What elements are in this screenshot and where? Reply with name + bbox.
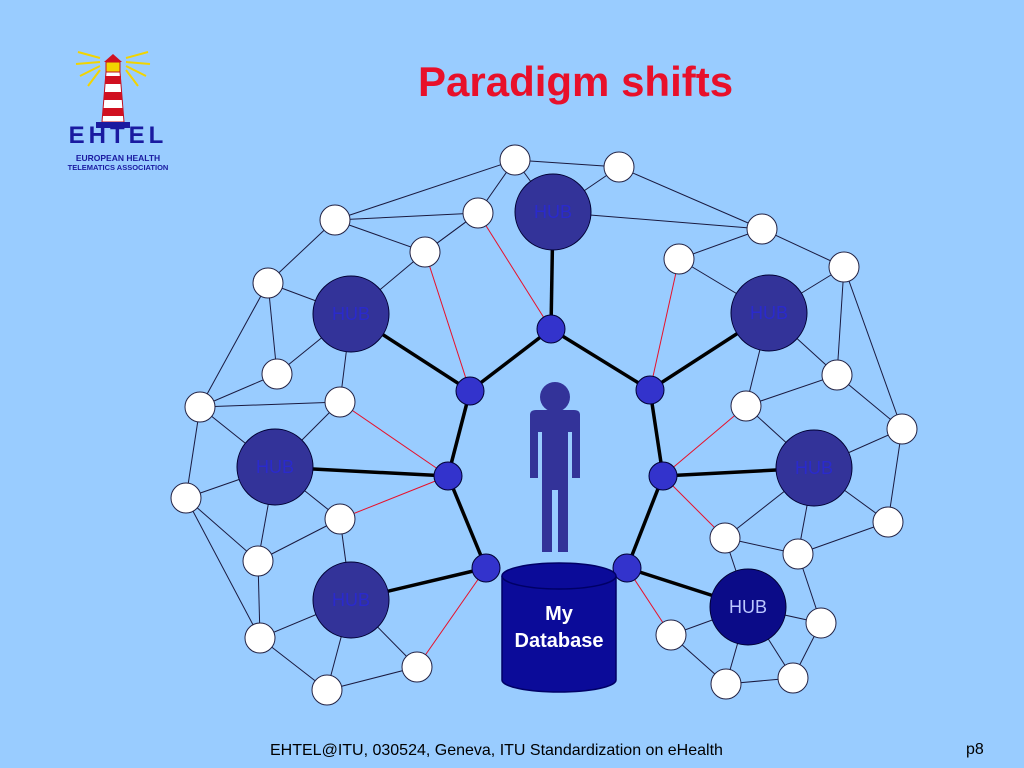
hub: HUB	[312, 275, 390, 353]
my-database: My Database	[501, 562, 617, 693]
peer-link	[662, 405, 747, 477]
database-label-line-1: My	[545, 603, 574, 625]
hub: HUB	[775, 429, 853, 507]
hub-circle	[312, 275, 390, 353]
hub-label: HUB	[729, 597, 767, 617]
network-node	[603, 151, 635, 183]
network-link	[745, 374, 838, 407]
network-node	[663, 243, 695, 275]
network-node	[777, 662, 809, 694]
network-node	[710, 668, 742, 700]
logo-line-2: TELEMATICS ASSOCIATION	[67, 163, 169, 172]
hub-label: HUB	[534, 202, 572, 222]
ring-connector	[455, 376, 485, 406]
network-node	[886, 413, 918, 445]
network-link	[334, 159, 516, 221]
network-node	[401, 651, 433, 683]
network-node	[319, 204, 351, 236]
ring-connector	[648, 461, 678, 491]
network-node	[746, 213, 778, 245]
network-node	[311, 674, 343, 706]
network-node	[805, 607, 837, 639]
hub-circle	[514, 173, 592, 251]
peer-link	[649, 258, 680, 391]
network-link	[185, 497, 259, 562]
network-node	[462, 197, 494, 229]
network-link	[618, 166, 763, 230]
ring-link	[550, 327, 651, 392]
page-number: p8	[966, 741, 984, 758]
peer-link	[339, 475, 449, 520]
network-link	[185, 497, 261, 639]
network-node	[184, 391, 216, 423]
hub: HUB	[236, 428, 314, 506]
network-link	[199, 401, 341, 408]
network-node	[730, 390, 762, 422]
person-icon	[530, 382, 580, 552]
network-node	[324, 386, 356, 418]
network-link	[843, 266, 903, 430]
network-node	[499, 144, 531, 176]
slide-title: Paradigm shifts	[418, 58, 734, 105]
peer-link	[339, 401, 449, 477]
hub-label: HUB	[332, 590, 370, 610]
network-node	[324, 503, 356, 535]
ring-connector	[612, 553, 642, 583]
hub: HUB	[312, 561, 390, 639]
ring-connector	[471, 553, 501, 583]
network-link	[836, 266, 845, 376]
database-label-line-2: Database	[515, 630, 604, 652]
network-node	[709, 522, 741, 554]
network-link	[797, 521, 889, 555]
network-link	[887, 428, 903, 523]
hub-circle	[775, 429, 853, 507]
network-node	[782, 538, 814, 570]
network-node	[261, 358, 293, 390]
network-node	[409, 236, 441, 268]
peer-link	[477, 212, 552, 330]
hub-label: HUB	[795, 458, 833, 478]
hub-circle	[709, 568, 787, 646]
network-node	[170, 482, 202, 514]
network-link	[334, 219, 426, 253]
network-link	[199, 282, 269, 408]
hub-label: HUB	[332, 304, 370, 324]
hub: HUB	[730, 274, 808, 352]
peer-link	[416, 567, 487, 668]
hub-label: HUB	[750, 303, 788, 323]
network-node	[821, 359, 853, 391]
network-node	[242, 545, 274, 577]
network-nodes	[170, 144, 918, 706]
hub: HUB	[514, 173, 592, 251]
network-link	[334, 212, 479, 221]
ring-link	[446, 475, 488, 569]
hub: HUB	[709, 568, 787, 646]
network-node	[252, 267, 284, 299]
ring-connector	[536, 314, 566, 344]
hub-circle	[312, 561, 390, 639]
slide-footer: EHTEL@ITU, 030524, Geneva, ITU Standardi…	[270, 742, 723, 759]
ring-link	[468, 327, 553, 393]
logo-line-1: EUROPEAN HEALTH	[75, 153, 161, 163]
network-node	[872, 506, 904, 538]
network-node	[655, 619, 687, 651]
network-node	[828, 251, 860, 283]
network-node	[244, 622, 276, 654]
ring-connector	[635, 375, 665, 405]
hub-circle	[236, 428, 314, 506]
logo-acronym: EHTEL	[68, 122, 168, 149]
ring-link	[446, 390, 472, 477]
hubs: HUB HUB HUB HUB HUB HUB HUB	[236, 173, 853, 646]
hub-label: HUB	[256, 457, 294, 477]
ring-connectors	[433, 314, 678, 583]
lighthouse-icon	[75, 51, 151, 128]
ring-connector	[433, 461, 463, 491]
ehtel-logo: EHTEL EUROPEAN HEALTH TELEMATICS ASSOCIA…	[48, 50, 188, 180]
peer-link	[424, 251, 471, 392]
network-link	[514, 159, 620, 168]
ring-link	[625, 475, 665, 569]
hub-circle	[730, 274, 808, 352]
